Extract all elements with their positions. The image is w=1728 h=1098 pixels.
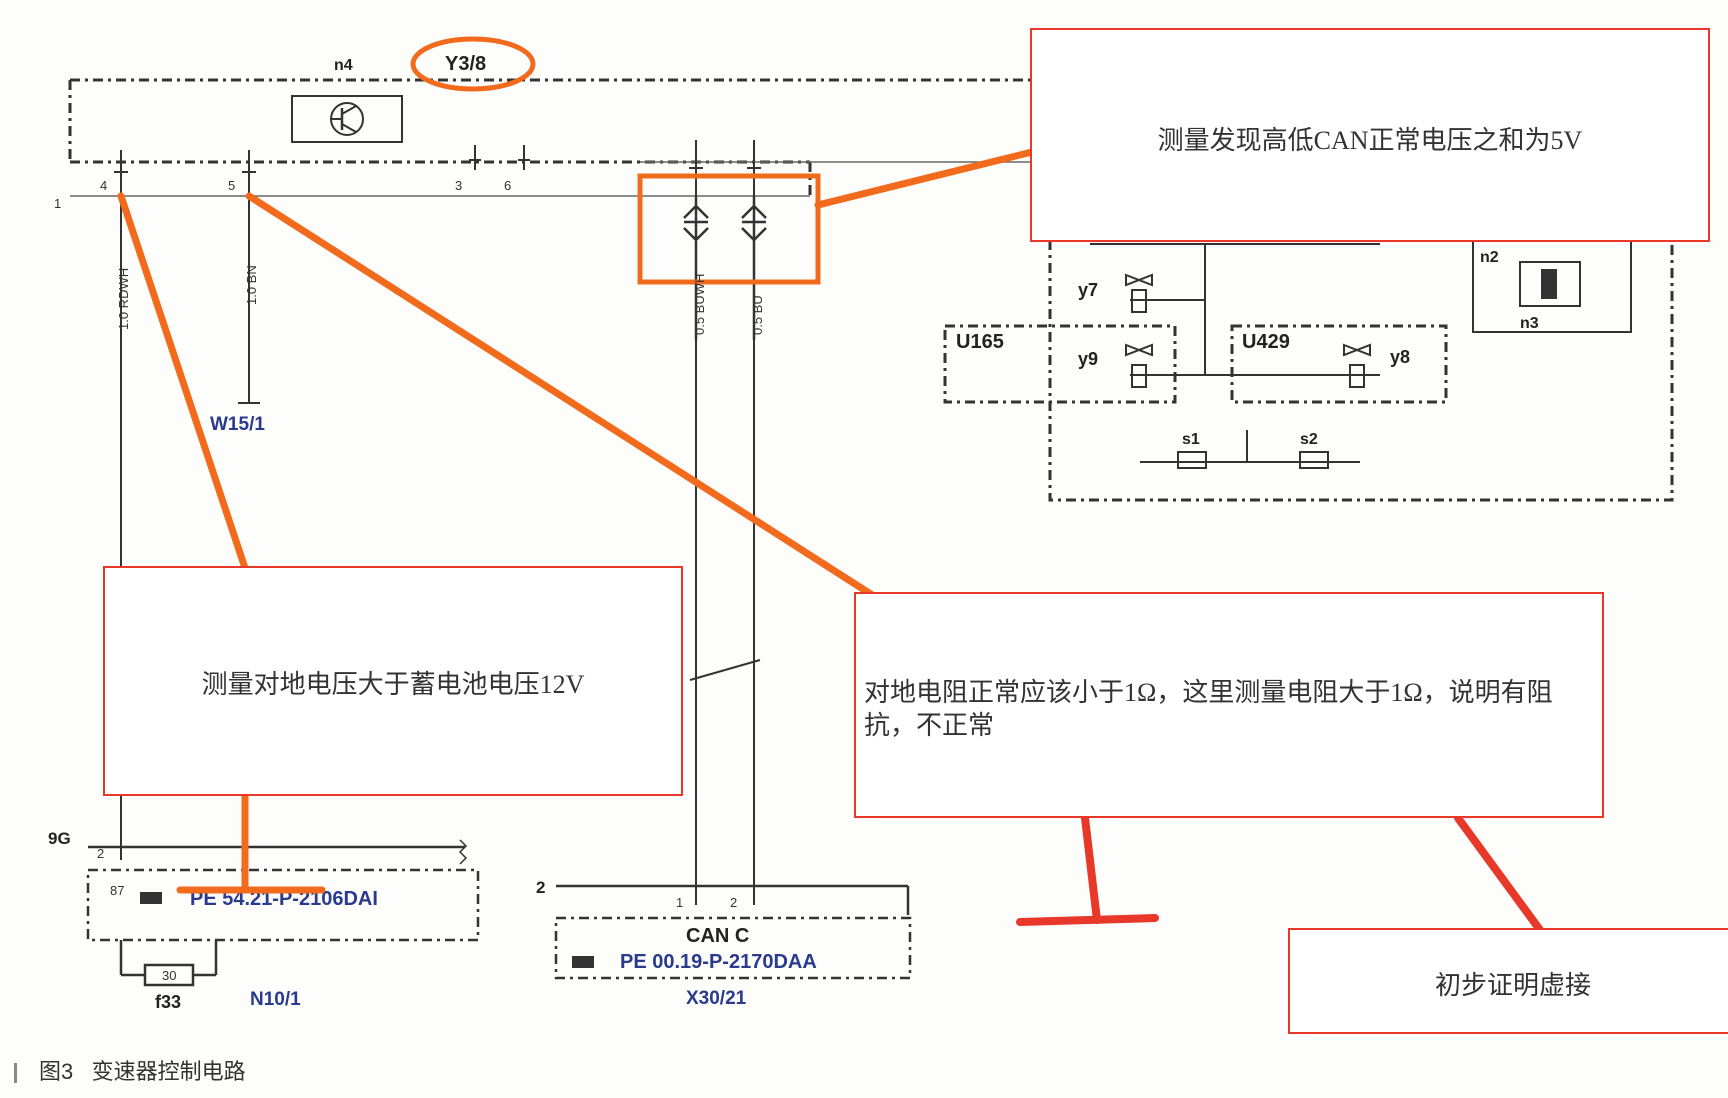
pin-6: 6 <box>504 178 511 193</box>
label-n2: n2 <box>1480 249 1499 266</box>
pin-5: 5 <box>228 178 235 193</box>
label-u429: U429 <box>1242 331 1290 353</box>
connector-x30-21 <box>554 884 912 980</box>
connector-n10-1 <box>86 839 480 987</box>
label-y8: y8 <box>1390 347 1410 367</box>
pin-2a: 2 <box>97 846 104 861</box>
module-id: Y3/8 <box>445 53 486 75</box>
caption-bar <box>14 1063 17 1084</box>
note-resistance: 对地电阻正常应该小于1Ω，这里测量电阻大于1Ω，说明有阻抗，不正常 <box>854 592 1604 818</box>
pin-row-label: 1 <box>54 196 61 211</box>
note-resistance-text: 对地电阻正常应该小于1Ω，这里测量电阻大于1Ω，说明有阻抗，不正常 <box>864 678 1553 740</box>
connector-code-x30: PE 00.19-P-2170DAA <box>620 951 817 973</box>
label-s1: s1 <box>1182 431 1200 448</box>
note-conclusion: 初步证明虚接 <box>1288 928 1728 1034</box>
label-y7: y7 <box>1078 280 1098 300</box>
pin-1c: 1 <box>676 895 683 910</box>
note-can-voltage: 测量发现高低CAN正常电压之和为5V <box>1030 28 1710 242</box>
connector-name-n10: N10/1 <box>250 989 301 1010</box>
fuse-label: f33 <box>155 992 181 1012</box>
callout-pointers <box>117 146 1044 894</box>
note-ground-voltage-text: 测量对地电压大于蓄电池电压12V <box>201 670 585 699</box>
can-highlight-box <box>637 173 821 285</box>
module-name-n4: n4 <box>334 57 353 74</box>
label-y9: y9 <box>1078 349 1098 369</box>
wires <box>120 196 761 905</box>
wire-label-bn: 1.0 BN <box>244 265 259 305</box>
wire-label-buwh: 0.5 BUWH <box>692 274 707 335</box>
pin-4: 4 <box>100 178 107 193</box>
pin-9g: 9G <box>48 829 71 848</box>
label-n3: n3 <box>1520 315 1539 332</box>
valve-circuit-lines <box>1090 239 1632 469</box>
pin-3: 3 <box>455 178 462 193</box>
pin-2c: 2 <box>730 895 737 910</box>
pin-87: 87 <box>110 883 124 898</box>
connector-icon <box>140 892 162 904</box>
highlight-circle <box>410 36 536 92</box>
caption-figure: 图3 <box>39 1059 74 1084</box>
note-can-voltage-text: 测量发现高低CAN正常电压之和为5V <box>1157 126 1583 155</box>
pin-markers <box>114 140 761 196</box>
figure-caption: 图3 变速器控制电路 <box>14 1054 246 1086</box>
transistor-icon <box>291 95 403 143</box>
connector-name-x30: X30/21 <box>686 988 747 1009</box>
module-y3-8 <box>68 78 1040 195</box>
note-conclusion-text: 初步证明虚接 <box>1434 971 1591 1000</box>
label-u165: U165 <box>956 331 1004 353</box>
wire-label-rdwh: 1.0 RDWH <box>116 268 131 330</box>
label-s2: s2 <box>1300 431 1318 448</box>
callout-pointers-red <box>1016 814 1544 934</box>
note-ground-voltage: 测量对地电压大于蓄电池电压12V <box>103 566 683 796</box>
can-twisted-pair-icon <box>683 196 767 340</box>
valve-block-frame <box>943 240 1674 502</box>
pin-2b: 2 <box>536 878 545 897</box>
caption-title: 变速器控制电路 <box>91 1059 246 1084</box>
bus-label: CAN C <box>686 925 749 947</box>
fuse-value: 30 <box>162 968 176 983</box>
ground-label: W15/1 <box>210 414 265 435</box>
connector-x30-icon <box>572 956 594 968</box>
wire-label-bu: 0.5 BU <box>750 295 765 335</box>
